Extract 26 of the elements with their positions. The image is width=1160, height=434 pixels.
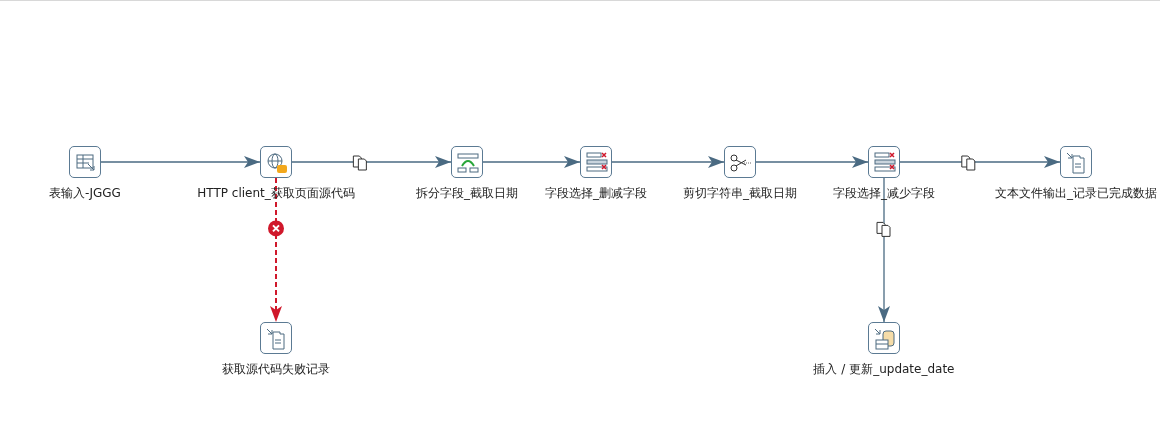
arrow bbox=[270, 177, 282, 323]
arrow bbox=[291, 156, 452, 168]
step-label: HTTP client_获取页面源代码 bbox=[197, 185, 355, 202]
step-label: 字段选择_减少字段 bbox=[833, 185, 935, 202]
step-label: 拆分字段_截取日期 bbox=[416, 185, 518, 202]
step-label: 文本文件输出_记录已完成数据 bbox=[995, 185, 1157, 202]
step-box bbox=[868, 322, 900, 354]
step-label: 字段选择_删减字段 bbox=[545, 185, 647, 202]
arrow bbox=[878, 177, 890, 323]
step-label: 表输入-JGGG bbox=[49, 185, 121, 202]
step-label: 剪切字符串_截取日期 bbox=[683, 185, 797, 202]
arrow bbox=[899, 156, 1061, 168]
step-box bbox=[260, 146, 292, 178]
step-label: 插入 / 更新_update_date bbox=[813, 361, 955, 378]
arrow bbox=[755, 156, 869, 168]
arrow bbox=[482, 156, 581, 168]
step-box bbox=[724, 146, 756, 178]
step-box bbox=[868, 146, 900, 178]
step-box bbox=[580, 146, 612, 178]
step-box bbox=[451, 146, 483, 178]
step-box bbox=[1060, 146, 1092, 178]
step-label: 获取源代码失败记录 bbox=[222, 361, 330, 378]
arrow bbox=[611, 156, 725, 168]
arrow bbox=[100, 156, 261, 168]
step-box bbox=[260, 322, 292, 354]
step-box bbox=[69, 146, 101, 178]
